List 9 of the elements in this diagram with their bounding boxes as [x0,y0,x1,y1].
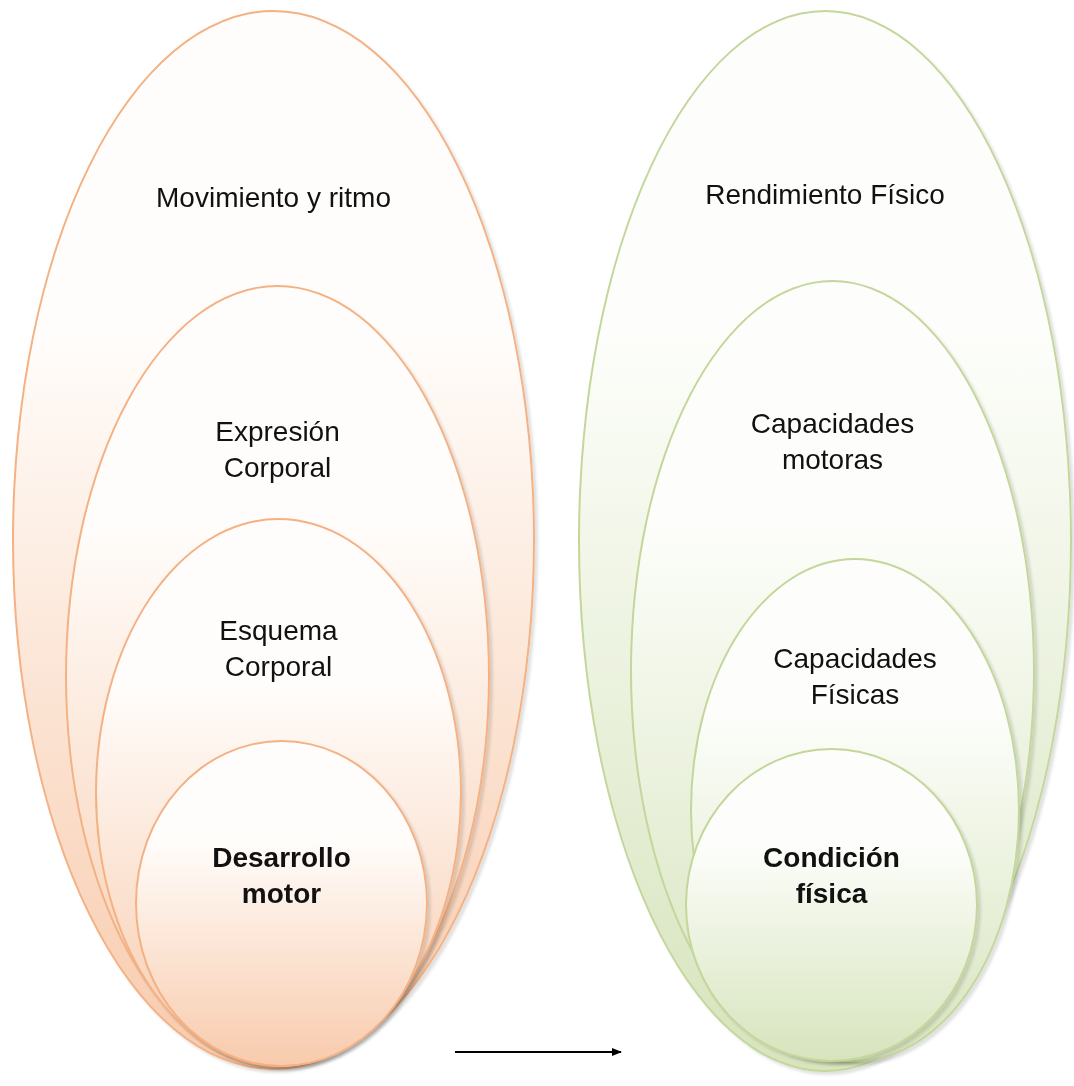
ellipse-label: Expresión Corporal [214,415,341,485]
ellipse-label: Capacidades Físicas [772,642,938,712]
ellipse-label: Capacidades motoras [749,407,916,477]
ellipse-label: Rendimiento Físico [705,178,945,212]
arrow [454,1048,622,1056]
ellipse-label: Movimiento y ritmo [156,181,391,215]
ellipse-label: Desarrollo motor [211,841,352,911]
ellipse-label: Condición física [762,841,901,911]
ellipse-label: Esquema Corporal [218,614,339,684]
